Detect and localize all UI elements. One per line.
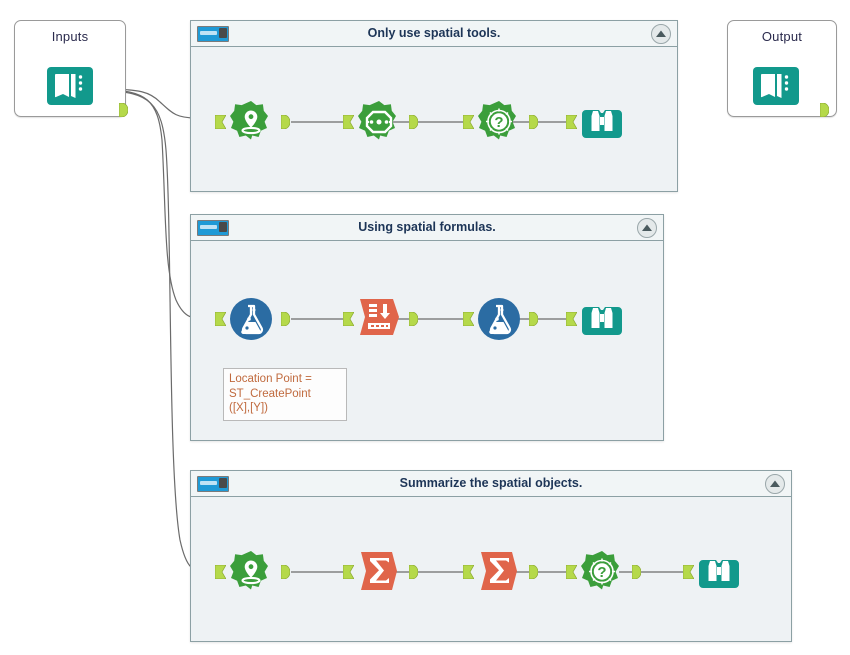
container-2-title: Using spatial formulas. xyxy=(358,220,496,234)
container-1-title: Only use spatial tools. xyxy=(367,26,501,40)
question-compass-icon: ? xyxy=(581,551,619,590)
browse-input-anchor[interactable] xyxy=(565,311,578,327)
trade-area-output-anchor[interactable] xyxy=(408,114,419,130)
formula-2-output-anchor[interactable] xyxy=(528,311,539,327)
container-3-body: ? xyxy=(191,497,791,641)
container-1-header: Only use spatial tools. xyxy=(191,21,677,47)
browse-tool[interactable] xyxy=(580,100,624,144)
select-output-anchor[interactable] xyxy=(408,311,419,327)
select-tool[interactable] xyxy=(357,295,401,339)
summarize-output-anchor[interactable] xyxy=(408,564,419,580)
svg-text:?: ? xyxy=(597,564,606,581)
spatial-match-tool[interactable]: ? xyxy=(580,550,624,594)
output-node-output-anchor[interactable] xyxy=(819,102,830,118)
binoculars-icon xyxy=(582,110,622,138)
svg-text:?: ? xyxy=(494,114,503,131)
binoculars-icon xyxy=(582,307,622,335)
container-2-body: Location Point = ST_CreatePoint ([X],[Y]… xyxy=(191,241,663,440)
summarize-input-anchor[interactable] xyxy=(342,564,355,580)
spatial-match-input-anchor[interactable] xyxy=(462,114,475,130)
tool-container-3[interactable]: Summarize the spatial objects. xyxy=(190,470,792,642)
summarize-tool[interactable] xyxy=(477,549,521,593)
macro-output-icon xyxy=(752,63,799,109)
tool-container-1[interactable]: Only use spatial tools. xyxy=(190,20,678,192)
browse-input-anchor[interactable] xyxy=(565,114,578,130)
sigma-icon xyxy=(481,552,517,590)
summarize-2-input-anchor[interactable] xyxy=(462,564,475,580)
formula-annotation: Location Point = ST_CreatePoint ([X],[Y]… xyxy=(223,368,347,421)
create-points-tool[interactable] xyxy=(229,550,273,594)
container-1-body: ? xyxy=(191,47,677,191)
tool-container-2[interactable]: Using spatial formulas. xyxy=(190,214,664,441)
macro-input-icon xyxy=(47,63,93,109)
create-points-output-anchor[interactable] xyxy=(280,564,291,580)
inputs-node[interactable]: Inputs xyxy=(14,20,129,118)
container-3-toggle[interactable] xyxy=(197,476,229,492)
spatial-match-output-anchor[interactable] xyxy=(631,564,642,580)
container-3-header: Summarize the spatial objects. xyxy=(191,471,791,497)
spatial-match-tool[interactable]: ? xyxy=(477,100,521,144)
trade-area-tool[interactable] xyxy=(357,100,401,144)
browse-tool[interactable] xyxy=(697,550,741,594)
inputs-output-anchor[interactable] xyxy=(118,102,129,118)
container-2-header: Using spatial formulas. xyxy=(191,215,663,241)
formula-input-anchor[interactable] xyxy=(214,311,227,327)
map-pin-icon xyxy=(230,101,268,140)
browse-tool[interactable] xyxy=(580,297,624,341)
summarize-2-output-anchor[interactable] xyxy=(528,564,539,580)
spatial-match-input-anchor[interactable] xyxy=(565,564,578,580)
trade-area-input-anchor[interactable] xyxy=(342,114,355,130)
output-node[interactable]: Output xyxy=(727,20,837,118)
flask-icon xyxy=(478,298,520,340)
container-2-collapse-button[interactable] xyxy=(637,218,657,238)
map-pin-icon xyxy=(230,551,268,590)
formula-output-anchor[interactable] xyxy=(280,311,291,327)
inputs-node-label: Inputs xyxy=(51,29,89,44)
sigma-icon xyxy=(361,552,397,590)
container-2-toggle[interactable] xyxy=(197,220,229,236)
create-points-input-anchor[interactable] xyxy=(214,114,227,130)
container-1-toggle[interactable] xyxy=(197,26,229,42)
flask-icon xyxy=(230,298,272,340)
formula-tool[interactable] xyxy=(477,297,521,341)
formula-2-input-anchor[interactable] xyxy=(462,311,475,327)
output-node-label: Output xyxy=(761,29,803,44)
create-points-output-anchor[interactable] xyxy=(280,114,291,130)
summarize-tool[interactable] xyxy=(357,549,401,593)
container-3-collapse-button[interactable] xyxy=(765,474,785,494)
create-points-input-anchor[interactable] xyxy=(214,564,227,580)
buffer-ring-icon xyxy=(358,101,396,140)
chevron-up-icon xyxy=(770,480,780,487)
chevron-up-icon xyxy=(656,30,666,37)
create-points-tool[interactable] xyxy=(229,100,273,144)
container-1-collapse-button[interactable] xyxy=(651,24,671,44)
question-compass-icon: ? xyxy=(478,101,516,140)
container-3-title: Summarize the spatial objects. xyxy=(399,476,583,490)
chevron-up-icon xyxy=(642,224,652,231)
formula-tool[interactable] xyxy=(229,297,273,341)
spatial-match-output-anchor[interactable] xyxy=(528,114,539,130)
binoculars-icon xyxy=(699,560,739,588)
browse-input-anchor[interactable] xyxy=(682,564,695,580)
select-fields-icon xyxy=(360,299,399,335)
select-input-anchor[interactable] xyxy=(342,311,355,327)
